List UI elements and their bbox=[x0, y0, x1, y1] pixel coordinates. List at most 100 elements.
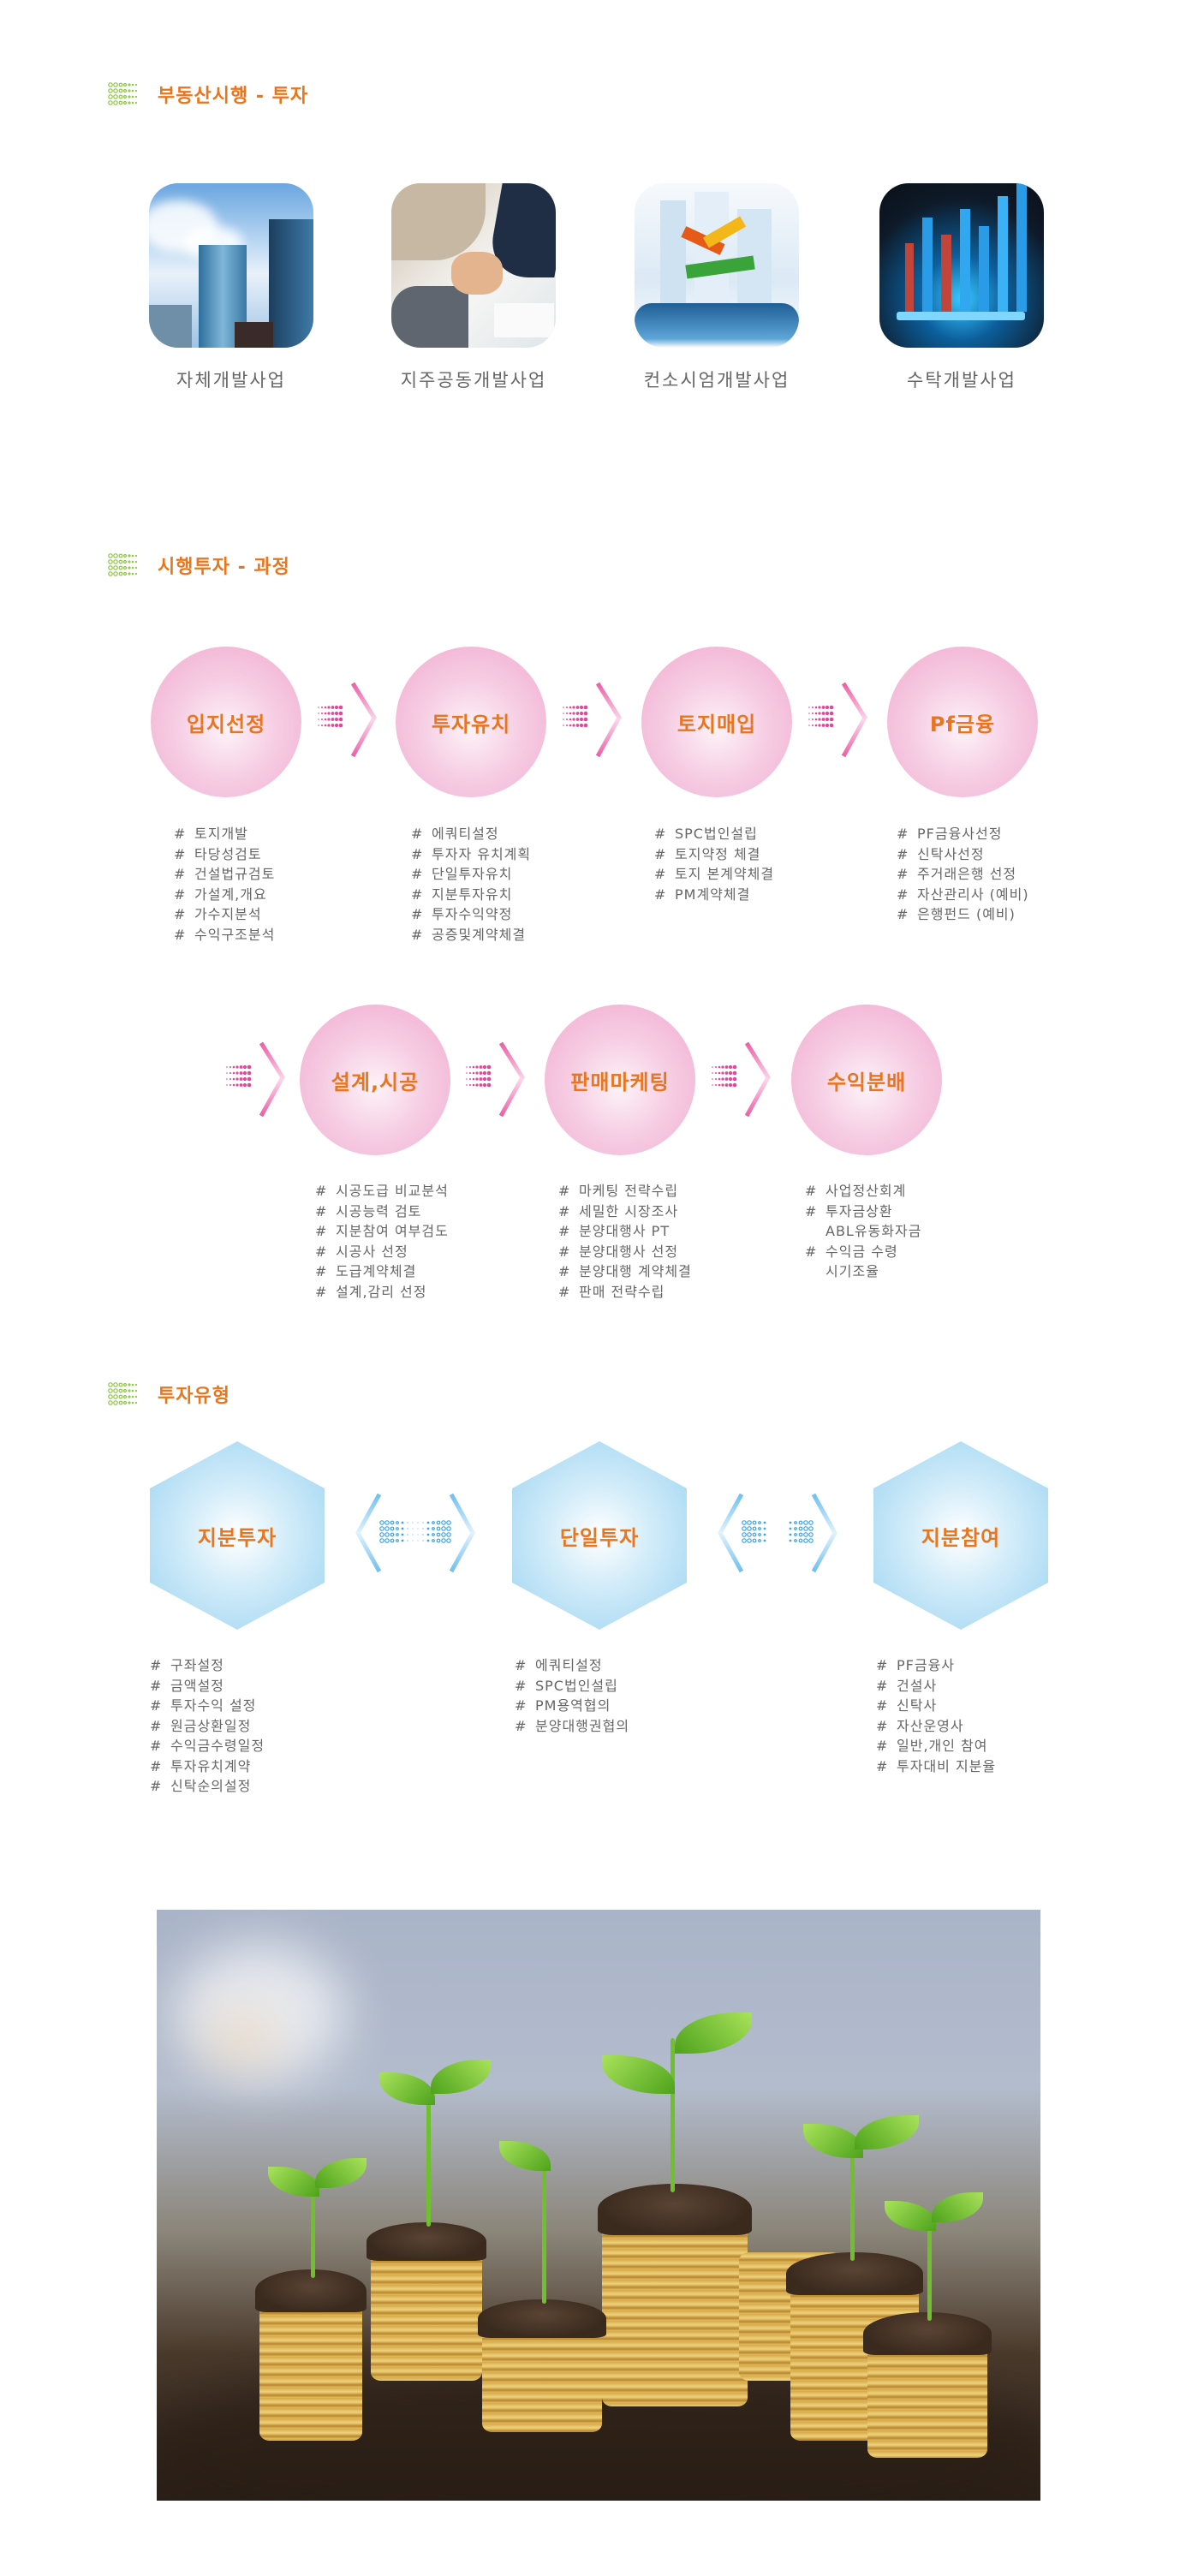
list-item: #자산관리사 (예비) bbox=[897, 886, 1029, 903]
section-title-text: 부동산시행 - 투자 bbox=[158, 86, 309, 107]
list-item: #금액설정 bbox=[150, 1677, 224, 1694]
business-tile-trust-development[interactable]: 수탁개발사업 bbox=[876, 183, 1047, 392]
list-item: #수익구조분석 bbox=[174, 926, 276, 943]
skyscraper-image bbox=[149, 183, 313, 348]
list-item: #사업정산회계 bbox=[805, 1183, 907, 1199]
list-item: #원금상환일정 bbox=[150, 1717, 252, 1734]
list-item: #건설법규검토 bbox=[174, 866, 276, 882]
business-tile-consortium-development[interactable]: 컨소시엄개발사업 bbox=[631, 183, 802, 392]
step-label: 토지매입 bbox=[676, 712, 757, 736]
list-item: #토지 본계약체결 bbox=[654, 866, 775, 882]
arrow-right-icon bbox=[563, 682, 622, 758]
list-item: #마케팅 전략수립 bbox=[558, 1183, 679, 1199]
section-title-text: 투자유형 bbox=[158, 1386, 230, 1407]
tile-caption: 컨소시엄개발사업 bbox=[643, 370, 790, 391]
process-step-design-construction[interactable]: 설계,시공 bbox=[300, 1005, 450, 1155]
list-item: #투자금상환 bbox=[805, 1202, 893, 1219]
list-item: #지분참여 여부검도 bbox=[315, 1223, 449, 1239]
type-label: 지분투자 bbox=[197, 1525, 277, 1550]
list-item: #토지개발 bbox=[174, 826, 248, 842]
list-item: #가수지분석 bbox=[174, 906, 262, 922]
list-item: #주거래은행 선정 bbox=[897, 866, 1017, 882]
step-details-list: #사업정산회계 #투자금상환 #ABL유동화자금 #수익금 수령 #시기조율 bbox=[805, 1181, 921, 1282]
business-tile-joint-development[interactable]: 지주공동개발사업 bbox=[388, 183, 559, 392]
list-item: #SPC법인설립 bbox=[654, 826, 758, 842]
list-item: #도급계약체결 bbox=[315, 1263, 417, 1279]
list-item: #SPC법인설립 bbox=[515, 1677, 618, 1694]
process-step-land-purchase[interactable]: 토지매입 bbox=[641, 647, 792, 797]
list-item: #에쿼티설정 bbox=[411, 826, 499, 842]
arrow-right-icon bbox=[318, 682, 377, 758]
dots-bullet-icon bbox=[108, 553, 138, 576]
step-details-list: #에쿼티설정 #투자자 유치계획 #단일투자유치 #지분투자유치 #투자수익약정… bbox=[411, 824, 531, 945]
list-item: #판매 전략수립 bbox=[558, 1283, 665, 1300]
list-item: #자산운영사 bbox=[876, 1717, 964, 1734]
type-details-list: #구좌설정 #금액설정 #투자수익 설정 #원금상환일정 #수익금수령일정 #투… bbox=[150, 1655, 265, 1797]
list-item: #지분투자유치 bbox=[411, 886, 513, 903]
step-details-list: #토지개발 #타당성검토 #건설법규검토 #가설계,개요 #가수지분석 #수익구… bbox=[174, 824, 275, 945]
process-step-sales-marketing[interactable]: 판매마케팅 bbox=[545, 1005, 695, 1155]
list-item: #수익금 수령 bbox=[805, 1243, 898, 1260]
list-item-continuation: #시기조율 bbox=[825, 1263, 879, 1279]
list-item: #가설계,개요 bbox=[174, 886, 267, 903]
process-step-profit-distribution[interactable]: 수익분배 bbox=[791, 1005, 942, 1155]
list-item: #PF금융사 bbox=[876, 1657, 956, 1673]
business-tile-self-development[interactable]: 자체개발사업 bbox=[146, 183, 317, 392]
dots-bullet-icon bbox=[108, 82, 138, 105]
list-item: #투자수익약정 bbox=[411, 906, 513, 922]
list-item: #시공도급 비교분석 bbox=[315, 1183, 449, 1199]
step-label: 설계,시공 bbox=[331, 1070, 420, 1094]
step-details-list: #마케팅 전략수립 #세밀한 시장조사 #분양대행사 PT #분양대행사 선정 … bbox=[558, 1181, 692, 1302]
list-item: #PF금융사선정 bbox=[897, 826, 1003, 842]
dots-bullet-icon bbox=[108, 1382, 138, 1405]
tile-caption: 자체개발사업 bbox=[176, 370, 286, 391]
list-item: #시공사 선정 bbox=[315, 1243, 408, 1260]
step-details-list: #SPC법인설립 #토지약정 체결 #토지 본계약체결 #PM계약체결 bbox=[654, 824, 774, 904]
tile-caption: 지주공동개발사업 bbox=[400, 370, 547, 391]
tile-caption: 수탁개발사업 bbox=[907, 370, 1016, 391]
list-item: #투자유치계약 bbox=[150, 1757, 252, 1774]
list-item: #일반,개인 참여 bbox=[876, 1738, 988, 1754]
list-item: #토지약정 체결 bbox=[654, 845, 761, 862]
list-item: #공증및계약체결 bbox=[411, 926, 527, 943]
type-label: 단일투자 bbox=[559, 1525, 640, 1550]
handshake-image bbox=[391, 183, 556, 348]
list-item: #신탁사 bbox=[876, 1697, 938, 1714]
list-item: #신탁사선정 bbox=[897, 845, 985, 862]
list-item: #분양대행사 선정 bbox=[558, 1243, 679, 1260]
investment-type-equity[interactable]: 지분투자 bbox=[150, 1441, 325, 1630]
list-item: #은행펀드 (예비) bbox=[897, 906, 1016, 922]
list-item: #분양대행권협의 bbox=[515, 1717, 630, 1734]
step-label: Pf금융 bbox=[929, 712, 996, 736]
list-item: #투자수익 설정 bbox=[150, 1697, 257, 1714]
section-title-text: 시행투자 - 과정 bbox=[158, 557, 290, 578]
section-title-business: 부동산시행 - 투자 bbox=[108, 77, 308, 111]
list-item: #설계,감리 선정 bbox=[315, 1283, 427, 1300]
section-title-process: 시행투자 - 과정 bbox=[108, 548, 290, 582]
list-item: #단일투자유치 bbox=[411, 866, 513, 882]
arrow-right-icon bbox=[712, 1041, 771, 1118]
arrow-right-icon bbox=[466, 1041, 525, 1118]
double-arrow-icon bbox=[718, 1493, 837, 1573]
arrow-right-icon bbox=[808, 682, 867, 758]
list-item: #시공능력 검토 bbox=[315, 1202, 422, 1219]
step-details-list: #시공도급 비교분석 #시공능력 검토 #지분참여 여부검도 #시공사 선정 #… bbox=[315, 1181, 449, 1302]
double-arrow-icon bbox=[355, 1493, 475, 1573]
list-item: #신탁순의설정 bbox=[150, 1778, 252, 1794]
process-step-investment-attraction[interactable]: 투자유치 bbox=[396, 647, 546, 797]
investment-type-participation[interactable]: 지분참여 bbox=[873, 1441, 1048, 1630]
signpost-image bbox=[635, 183, 799, 348]
list-item: #구좌설정 bbox=[150, 1657, 224, 1673]
step-label: 판매마케팅 bbox=[570, 1070, 670, 1094]
chart-tablet-image bbox=[879, 183, 1044, 348]
step-label: 입지선정 bbox=[186, 712, 266, 736]
list-item: #에쿼티설정 bbox=[515, 1657, 603, 1673]
list-item: #수익금수령일정 bbox=[150, 1738, 265, 1754]
investment-type-single[interactable]: 단일투자 bbox=[512, 1441, 687, 1630]
process-step-site-selection[interactable]: 입지선정 bbox=[151, 647, 301, 797]
process-step-pf-finance[interactable]: Pf금융 bbox=[887, 647, 1038, 797]
step-details-list: #PF금융사선정 #신탁사선정 #주거래은행 선정 #자산관리사 (예비) #은… bbox=[897, 824, 1029, 925]
list-item: #세밀한 시장조사 bbox=[558, 1202, 679, 1219]
list-item: #투자대비 지분율 bbox=[876, 1757, 997, 1774]
list-item: #분양대행사 PT bbox=[558, 1223, 671, 1239]
